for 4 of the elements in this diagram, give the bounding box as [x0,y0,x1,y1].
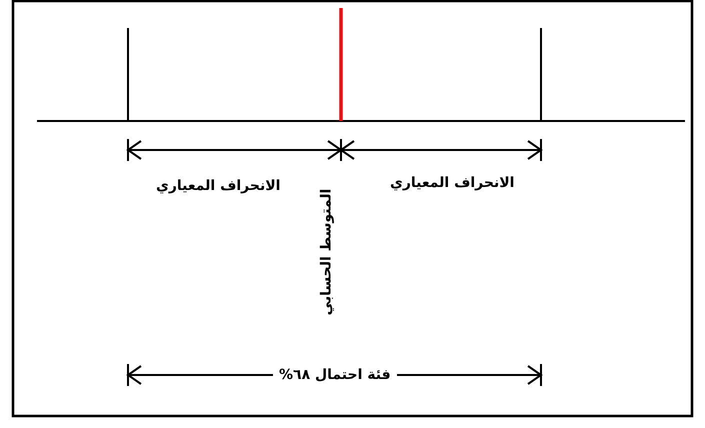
text-label: المتوسط الحسابي [318,188,334,316]
text-label: فئة احتمال ٦٨% [273,367,397,383]
text-label: الانحراف المعياري [156,178,280,194]
text-label: الانحراف المعياري [390,175,514,191]
